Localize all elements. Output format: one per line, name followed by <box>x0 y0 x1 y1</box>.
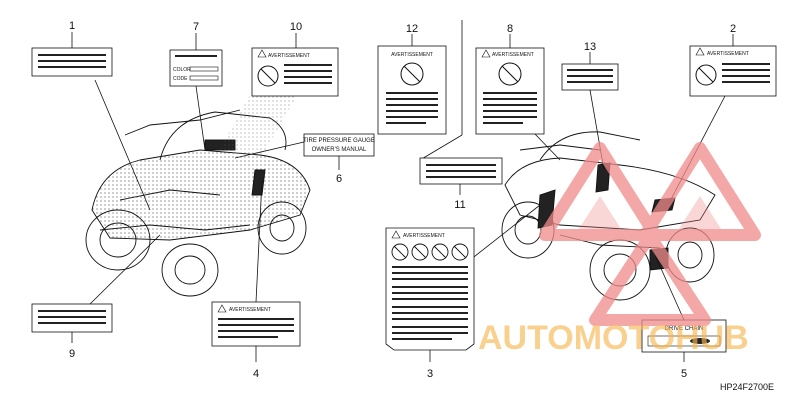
label-2[interactable]: AVERTISSEMENT <box>689 45 777 97</box>
label-4[interactable]: AVERTISSEMENT <box>211 301 301 347</box>
label-9[interactable] <box>31 303 113 333</box>
callout-10: 10 <box>290 21 302 33</box>
atv-front-illustration <box>85 109 311 297</box>
shaded-pointer <box>215 90 300 160</box>
callout-13: 13 <box>584 41 596 53</box>
code-field-label: CODE <box>173 76 188 82</box>
drive-chain-text: DRIVE CHAIN <box>665 326 704 332</box>
color-field-label: COLOR <box>173 67 191 73</box>
callout-12: 12 <box>406 23 418 35</box>
callout-11: 11 <box>454 199 465 211</box>
tire-pressure-text: TIRE PRESSURE GAUGE <box>303 138 375 144</box>
callout-9: 9 <box>69 348 75 360</box>
diagram-code: HP24F2700E <box>720 382 774 392</box>
label-6[interactable]: TIRE PRESSURE GAUGE OWNER'S MANUAL <box>303 133 375 157</box>
callout-1: 1 <box>69 20 75 32</box>
callout-7: 7 <box>193 21 199 33</box>
label-10[interactable]: AVERTISSEMENT <box>251 47 339 97</box>
warning-heading: AVERTISSEMENT <box>492 52 534 58</box>
label-1[interactable] <box>31 47 113 77</box>
warning-heading: AVERTISSEMENT <box>403 233 445 239</box>
callout-3: 3 <box>427 368 433 380</box>
warning-heading: AVERTISSEMENT <box>707 51 749 57</box>
label-13[interactable] <box>561 63 619 91</box>
watermark-logo: AUTOMOTOHUB <box>478 142 761 357</box>
label-3[interactable]: AVERTISSEMENT <box>385 227 475 351</box>
callout-5: 5 <box>681 368 687 380</box>
warning-heading: AVERTISSEMENT <box>268 53 310 59</box>
label-11[interactable] <box>419 157 503 185</box>
label-12[interactable]: AVERTISSEMENT <box>377 45 447 135</box>
callout-8: 8 <box>507 23 513 35</box>
owners-manual-text: OWNER'S MANUAL <box>312 147 367 153</box>
callout-4: 4 <box>253 368 259 380</box>
label-8[interactable]: AVERTISSEMENT <box>475 47 545 135</box>
callout-6: 6 <box>336 173 342 185</box>
callout-2: 2 <box>730 23 736 35</box>
label-7[interactable]: COLOR CODE <box>169 49 223 87</box>
watermark-text: AUTOMOTOHUB <box>478 319 749 357</box>
warning-heading: AVERTISSEMENT <box>391 52 433 58</box>
warning-heading: AVERTISSEMENT <box>229 307 271 313</box>
